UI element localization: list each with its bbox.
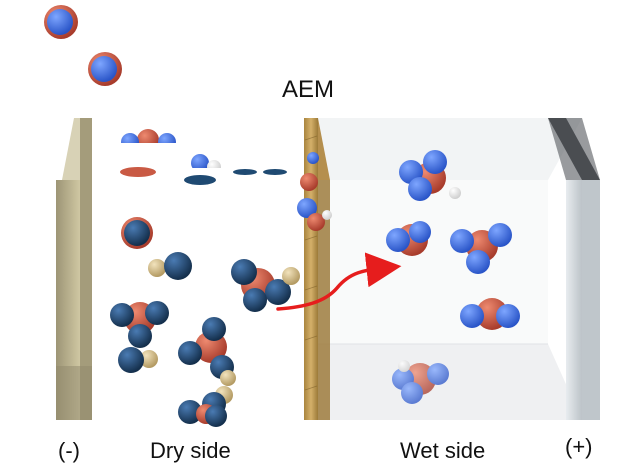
positive-electrode <box>548 118 600 420</box>
molecule <box>392 360 449 404</box>
molecule <box>399 150 461 201</box>
molecule <box>148 252 192 280</box>
negative-electrode-label: (-) <box>58 438 80 463</box>
molecule <box>115 129 185 151</box>
wet-side-label: Wet side <box>400 438 486 463</box>
molecule <box>386 221 431 256</box>
molecule <box>121 217 153 249</box>
molecule <box>460 298 520 330</box>
dry-side-molecules <box>110 129 300 427</box>
wet-chamber <box>318 118 582 420</box>
wet-side-molecules <box>386 150 520 404</box>
negative-electrode <box>56 118 92 420</box>
transport-arrow <box>276 252 402 311</box>
molecule <box>120 167 156 177</box>
anion-exchange-membrane <box>297 118 332 420</box>
molecule <box>231 259 300 312</box>
molecule <box>263 169 287 175</box>
molecule <box>233 169 257 175</box>
molecule <box>178 317 234 379</box>
molecule <box>44 5 78 39</box>
molecule <box>88 52 122 86</box>
membrane-label: AEM <box>282 76 335 103</box>
molecule <box>450 223 512 274</box>
dry-side-label: Dry side <box>150 438 231 463</box>
molecule <box>118 347 158 373</box>
incoming-molecules <box>44 5 122 86</box>
molecule <box>110 301 169 348</box>
positive-electrode-label: (+) <box>565 434 593 459</box>
molecule <box>178 400 227 427</box>
molecule <box>184 154 225 185</box>
